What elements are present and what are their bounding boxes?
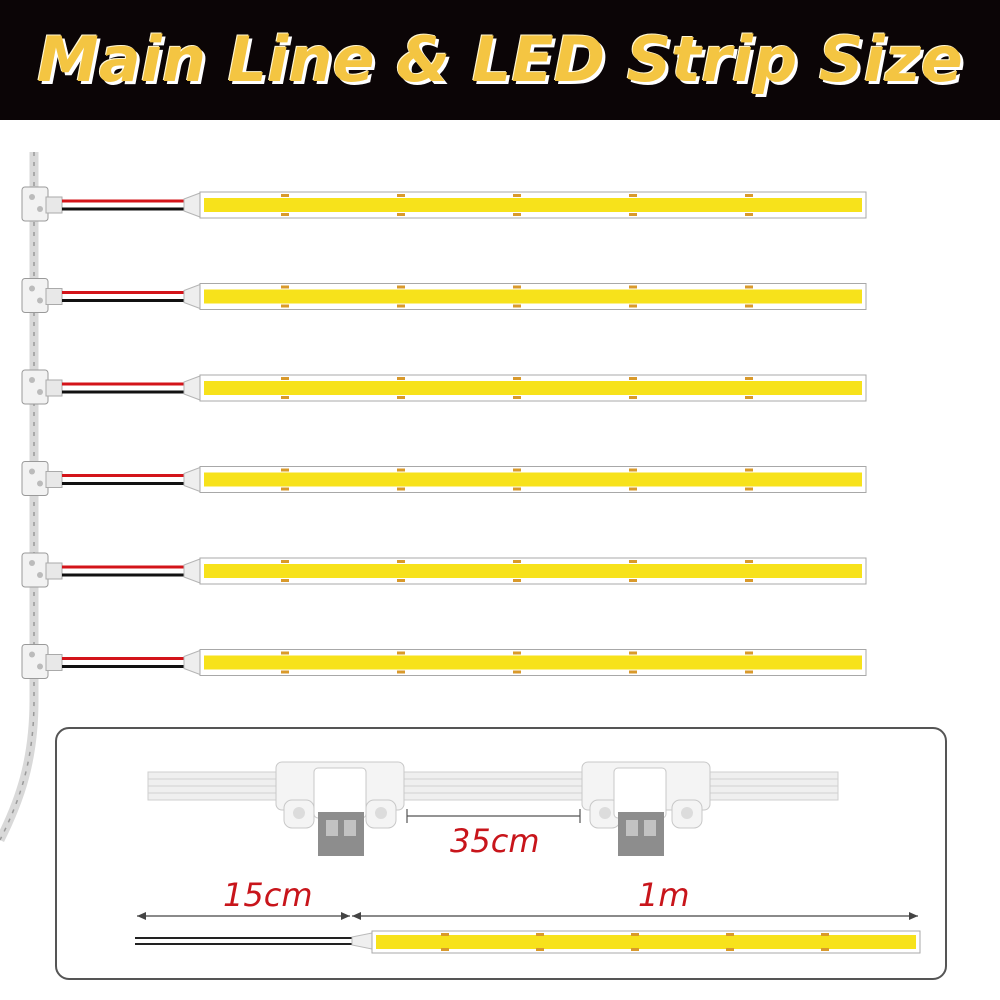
led-strips [21,186,867,679]
strip-length-label: 1m [638,876,690,914]
led-strip-row [21,552,867,588]
detail-panel [55,727,947,980]
strip-dimension-arrow [352,912,918,920]
title-banner [0,0,1000,120]
main-line [0,152,39,843]
detail-main-cable [147,771,839,801]
led-strip-row [21,278,867,313]
spacing-dimension-line [406,809,581,823]
detail-led-strip [135,930,921,954]
page-title: Main Line & LED Strip Size [37,23,963,96]
led-strip-row [21,644,867,679]
lead-dimension-arrow [137,912,350,920]
strip-diagram [0,152,921,954]
detail-connector-left [275,761,405,856]
detail-connector-right [581,761,711,856]
connector-spacing-label: 35cm [450,822,540,860]
led-strip-row [21,369,867,405]
led-strip-row [21,461,867,496]
led-strip-row [21,186,867,222]
lead-wire-length-label: 15cm [223,876,313,914]
